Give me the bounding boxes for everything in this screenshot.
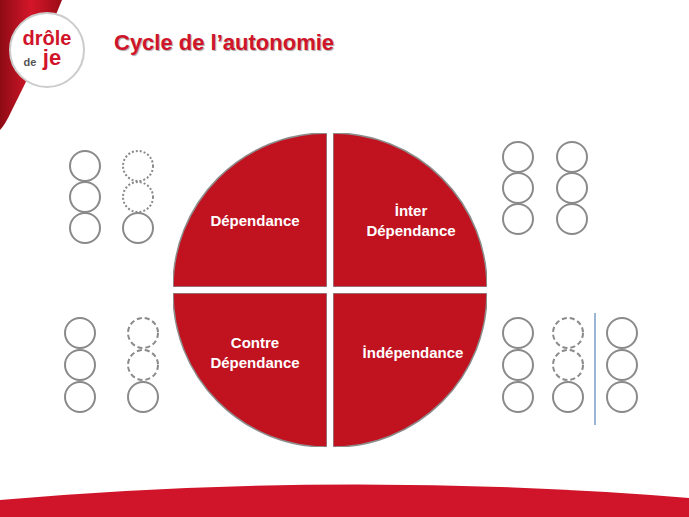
logo-badge [10, 13, 84, 87]
bottom-band [0, 484, 689, 517]
segment-label: Contre Dépendance [195, 333, 315, 373]
pie-segment: Contre Dépendance [173, 293, 327, 447]
logo-text: drôle [23, 28, 72, 48]
segment-label: İnter Dépendance [351, 201, 471, 241]
pie-segment: İndépendance [333, 293, 487, 447]
segment-fill [333, 293, 487, 447]
logo-text: de [24, 57, 37, 68]
segment-label: İndépendance [353, 343, 473, 363]
logo-text: je [43, 47, 61, 69]
divider-line [594, 313, 596, 425]
segment-label: Dépendance [195, 211, 315, 231]
slide-title: Cycle de l’autonomie [114, 30, 334, 56]
segment-fill [173, 293, 327, 447]
segment-fill [333, 133, 487, 287]
segment-shape [333, 293, 487, 447]
segment-fill [173, 133, 327, 287]
pie-segment: Dépendance [173, 133, 327, 287]
segment-shape [173, 133, 327, 287]
pie-segment: İnter Dépendance [333, 133, 487, 287]
